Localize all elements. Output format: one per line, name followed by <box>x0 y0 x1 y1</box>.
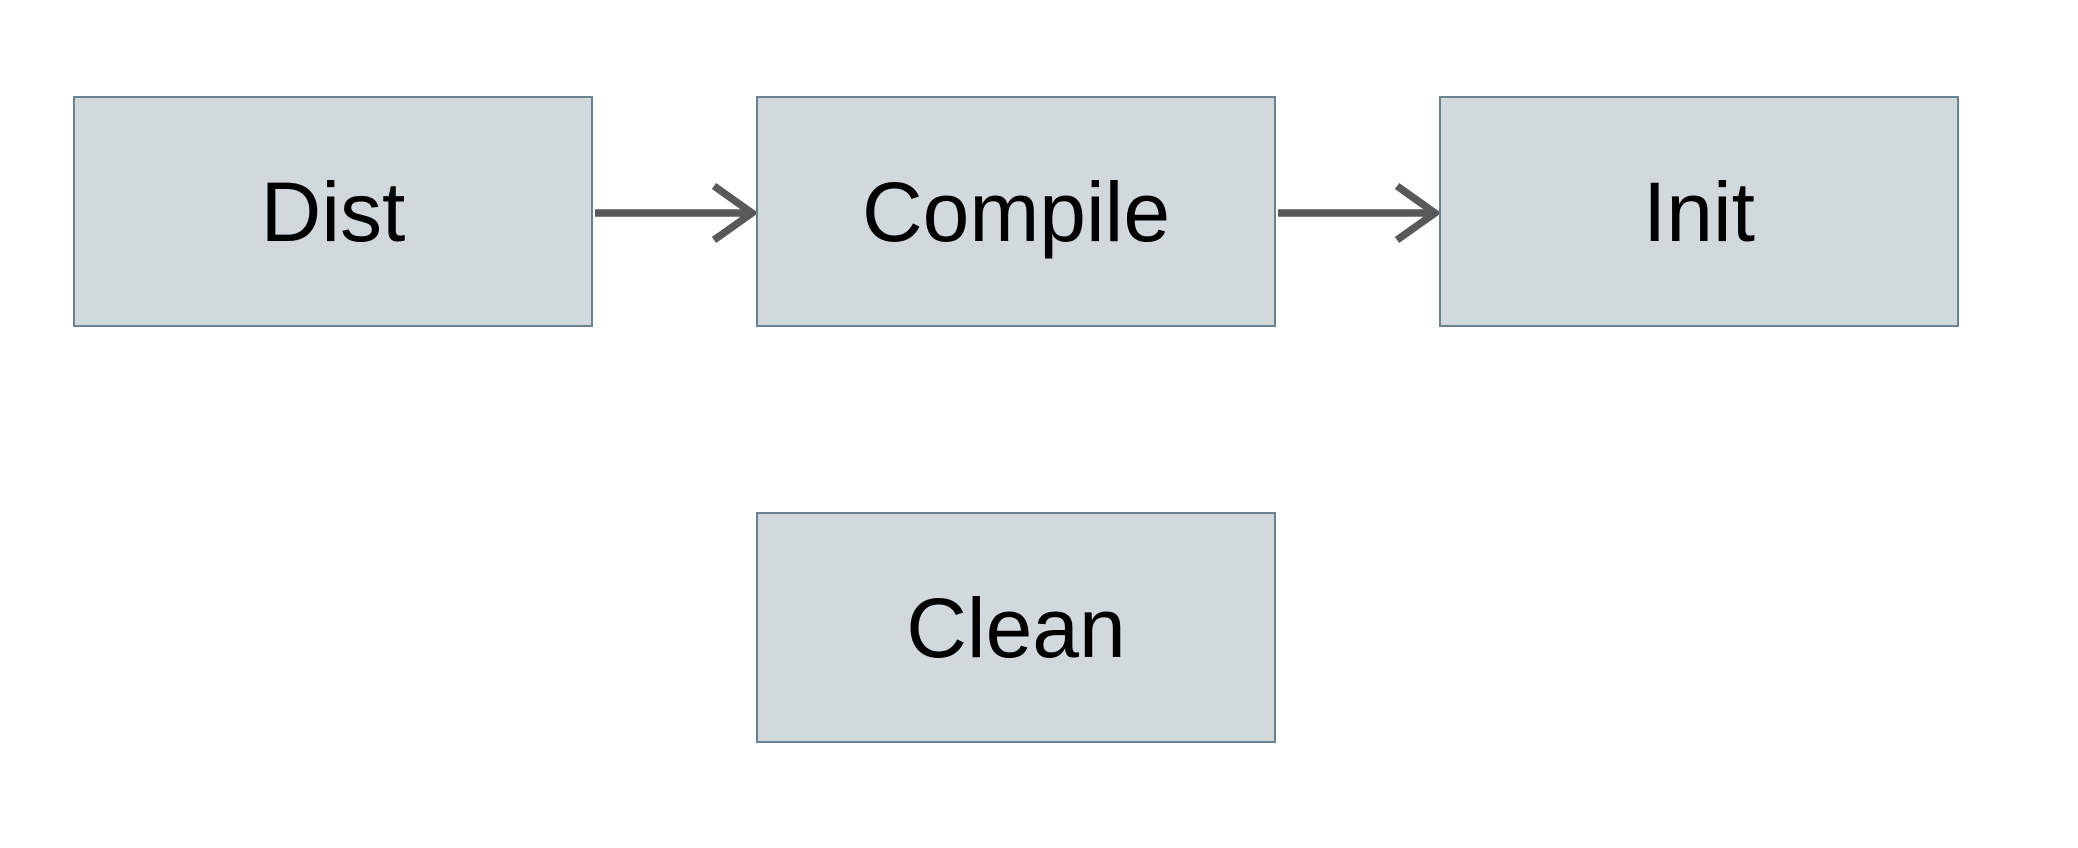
arrow-dist-to-compile <box>595 182 759 244</box>
node-clean: Clean <box>756 512 1276 743</box>
node-dist: Dist <box>73 96 593 327</box>
node-dist-label: Dist <box>260 164 406 259</box>
node-compile-label: Compile <box>861 164 1171 259</box>
node-compile: Compile <box>756 96 1276 327</box>
arrow-compile-to-init <box>1278 182 1442 244</box>
node-clean-label: Clean <box>906 580 1126 675</box>
node-init-label: Init <box>1642 164 1756 259</box>
node-init: Init <box>1439 96 1959 327</box>
